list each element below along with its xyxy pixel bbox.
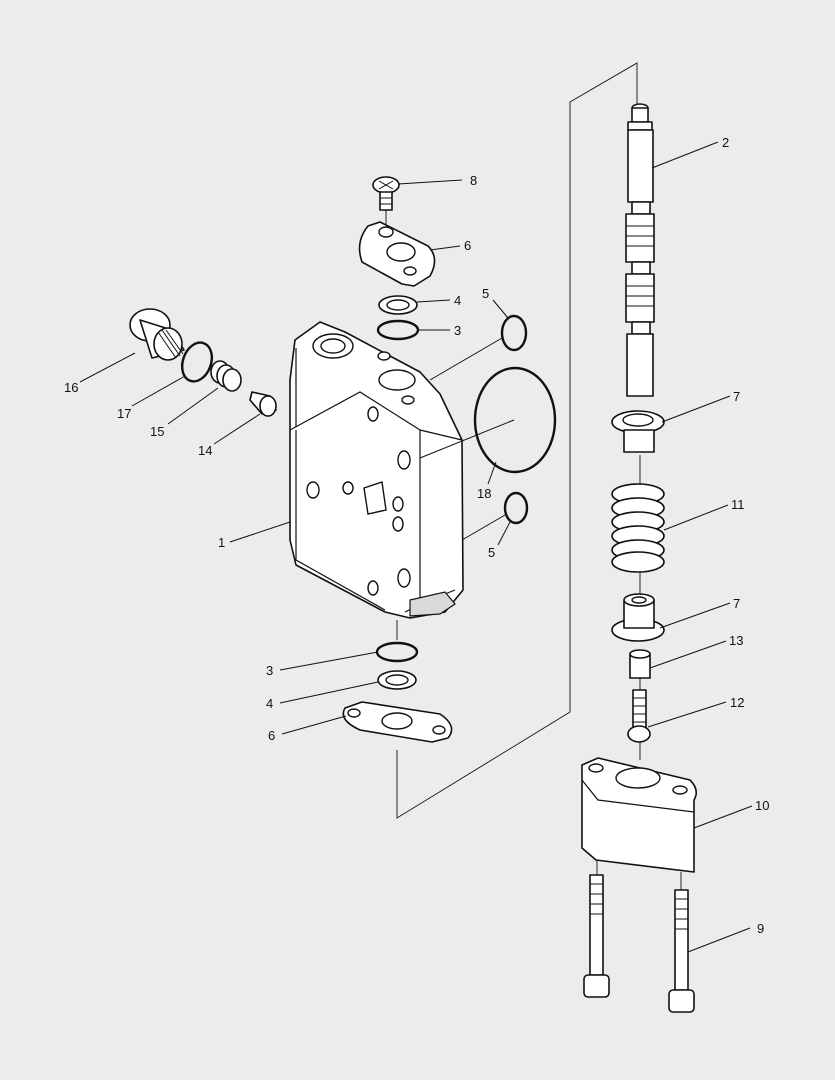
callout-10: 10 bbox=[755, 798, 769, 813]
part-4-lower-washer-bore bbox=[385, 674, 409, 686]
leader-lines bbox=[79, 141, 753, 953]
callout-12: 12 bbox=[730, 695, 744, 710]
callout-14: 14 bbox=[198, 443, 212, 458]
callout-9: 9 bbox=[757, 921, 764, 936]
callout-6-upper: 6 bbox=[464, 238, 471, 253]
part-9-bolt-right bbox=[668, 889, 695, 1013]
callout-8: 8 bbox=[470, 173, 477, 188]
callout-15: 15 bbox=[150, 424, 164, 439]
callout-3-upper: 3 bbox=[454, 323, 461, 338]
part-7-upper-spring-seat bbox=[611, 410, 665, 453]
part-5-upper-oring bbox=[500, 314, 528, 352]
callout-7-upper: 7 bbox=[733, 389, 740, 404]
callout-13: 13 bbox=[729, 633, 743, 648]
callout-labels: 8 6 4 3 5 18 5 1 3 4 6 16 17 15 14 2 7 1… bbox=[64, 135, 769, 936]
part-8-screw bbox=[372, 176, 400, 211]
callout-2: 2 bbox=[722, 135, 729, 150]
callout-18: 18 bbox=[477, 486, 491, 501]
part-18-large-oring bbox=[473, 366, 557, 474]
callout-17: 17 bbox=[117, 406, 131, 421]
part-7-lower-spring-seat bbox=[611, 593, 665, 642]
assembly-guide-lines bbox=[385, 62, 682, 890]
part-10-end-cap bbox=[581, 757, 698, 873]
part-17-oring bbox=[180, 341, 214, 383]
part-5-lower-oring bbox=[503, 491, 529, 525]
callout-11: 11 bbox=[731, 497, 745, 512]
part-3-upper-oring bbox=[376, 319, 420, 341]
part-16-plug bbox=[129, 308, 185, 361]
part-14-poppet bbox=[249, 391, 277, 417]
part-4-upper-washer-bore bbox=[386, 299, 410, 311]
part-6-lower-flange bbox=[342, 701, 453, 743]
part-13-sleeve bbox=[629, 649, 651, 679]
callout-1: 1 bbox=[218, 535, 225, 550]
callout-3-lower: 3 bbox=[266, 663, 273, 678]
part-2-spool bbox=[625, 103, 655, 397]
part-15-spring bbox=[210, 360, 242, 392]
callout-6-lower: 6 bbox=[268, 728, 275, 743]
callout-7-lower: 7 bbox=[733, 596, 740, 611]
callout-4-lower: 4 bbox=[266, 696, 273, 711]
part-6-upper-flange bbox=[358, 221, 436, 287]
part-12-bolt bbox=[627, 689, 651, 743]
callout-5-upper: 5 bbox=[482, 286, 489, 301]
callout-4-upper: 4 bbox=[454, 293, 461, 308]
part-1-valve-body bbox=[289, 321, 464, 619]
callout-16: 16 bbox=[64, 380, 78, 395]
part-3-lower-oring bbox=[375, 641, 419, 663]
part-11-spring bbox=[611, 483, 665, 573]
callout-5-lower: 5 bbox=[488, 545, 495, 560]
part-9-bolt-left bbox=[583, 874, 610, 998]
